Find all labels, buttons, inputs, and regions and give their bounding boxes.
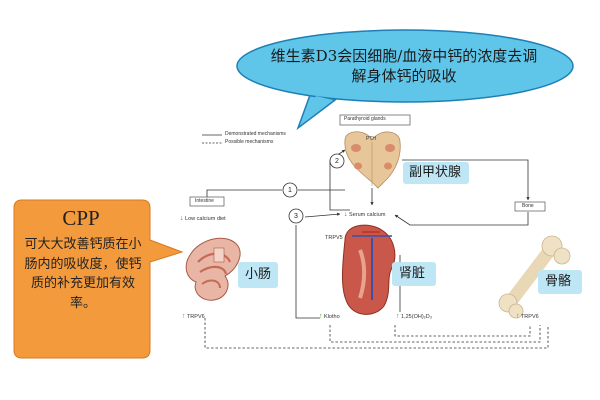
pth-label: PTH <box>366 136 376 142</box>
parathyroid-box-label: Parathyroid glands <box>344 116 386 122</box>
legend <box>202 134 222 144</box>
step-number-2: 2 <box>335 158 339 165</box>
down-arrow-icon: ↓ <box>344 211 348 218</box>
step-circle-3 <box>288 208 304 224</box>
vitamin-d: ↑ 1,25(OH)₂D₃ <box>396 313 432 321</box>
up-arrow-icon: ↑ <box>319 313 323 320</box>
low-calcium-diet: ↓ Low calcium diet <box>180 215 226 223</box>
parathyroid-label: 副甲状腺 <box>409 165 462 180</box>
kidney-icon <box>342 224 396 315</box>
step-number-3: 3 <box>294 213 298 220</box>
intestine-label-tag <box>238 262 278 288</box>
bubble-text: 维生素D3会因细胞/血液中钙的浓度去调解身体钙的吸收 <box>270 47 538 85</box>
kidney-label-tag <box>392 262 436 286</box>
cpp-title: CPP <box>62 206 100 230</box>
low-calcium-diet-label: Low calcium diet <box>185 216 226 222</box>
legend-demonstrated: Demonstrated mechanisms <box>225 131 286 137</box>
klotho-label: Klotho <box>324 314 340 320</box>
trpv6-bone-label: TRPV6 <box>520 314 539 320</box>
intestine-icon <box>185 237 241 301</box>
bone-box <box>514 201 546 212</box>
vitamin-d-bubble <box>236 29 574 131</box>
up-arrow-icon: ↑ <box>516 313 520 320</box>
trpv6-intestine: ↑ TRPV6 <box>182 313 205 321</box>
vitamin-d-label: 1,25(OH)₂D₃ <box>401 314 432 320</box>
klotho: ↑ Klotho <box>319 313 340 321</box>
bone-box-label: Bone <box>522 203 534 209</box>
trpv6-intestine-label: TRPV6 <box>186 314 205 320</box>
step-circle-1 <box>282 182 298 198</box>
bone-label: 骨骼 <box>545 274 572 289</box>
serum-calcium: ↓ Serum calcium <box>344 211 385 219</box>
down-arrow-icon: ↓ <box>180 215 184 222</box>
possible-mechanism-lines <box>204 318 549 349</box>
step-circle-2 <box>329 153 345 169</box>
parathyroid-box <box>339 114 411 126</box>
parathyroid-gland-icon <box>344 131 401 189</box>
intestine-box-label: Intestine <box>195 198 214 204</box>
up-arrow-icon: ↑ <box>182 313 186 320</box>
kidney-label: 肾脏 <box>399 266 426 281</box>
cpp-body: 可大大改善钙质在小肠内的吸收度，使钙质的补充更加有效率。 <box>24 237 142 311</box>
cpp-callout-shape <box>13 199 184 359</box>
parathyroid-label-tag <box>403 162 469 184</box>
bone-label-tag <box>538 270 582 294</box>
bone-icon <box>498 235 571 319</box>
serum-calcium-label: Serum calcium <box>349 212 386 218</box>
step-number-1: 1 <box>288 187 292 194</box>
trpv5-label: TRPV5 <box>325 235 343 241</box>
intestine-label: 小肠 <box>245 267 272 282</box>
up-arrow-icon: ↑ <box>396 313 400 320</box>
legend-possible: Possible mechanisms <box>225 139 274 145</box>
trpv6-bone: ↑ TRPV6 <box>516 313 539 321</box>
